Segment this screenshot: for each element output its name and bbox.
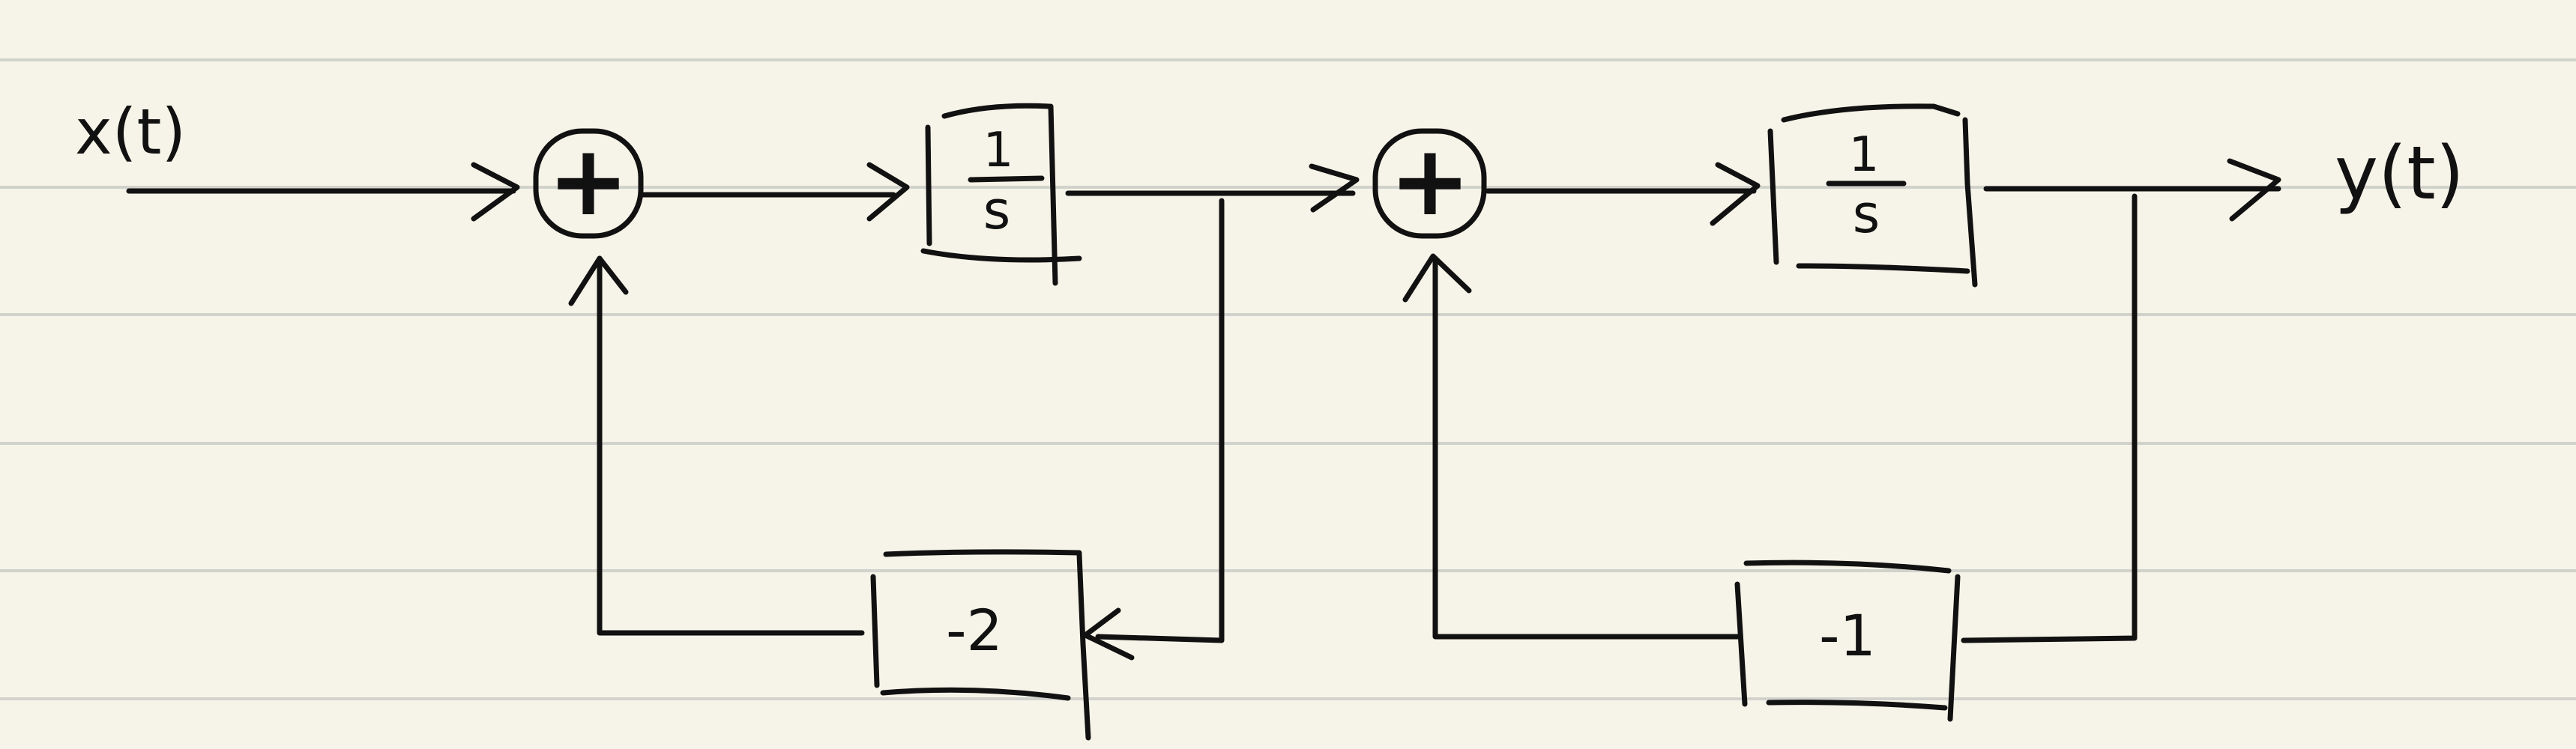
feedback-path-1 [568, 198, 1225, 661]
integrator-1-numerator: 1 [983, 123, 1014, 178]
feedback-gain-2-block: -1 [1734, 560, 1961, 722]
integrator-1-block: 1 s [920, 103, 1082, 286]
integrator-2-block: 1 s [1767, 103, 1978, 288]
arrow-to-integrator-2 [1485, 162, 1761, 226]
arrow-to-summer-2 [1065, 163, 1360, 213]
summer-1-symbol: + [548, 124, 630, 237]
integrator-1-denominator: s [983, 180, 1010, 241]
feedback-gain-1-block: -2 [870, 549, 1091, 741]
input-label: x(t) [75, 95, 186, 169]
arrow-to-integrator-1 [638, 162, 910, 222]
summer-2: + [1372, 124, 1487, 239]
summer-1: + [533, 124, 644, 239]
output-arrow [1983, 158, 2281, 222]
integrator-2-numerator: 1 [1849, 127, 1880, 183]
feedback-gain-2-value: -1 [1819, 602, 1876, 669]
integrator-2-denominator: s [1853, 184, 1880, 245]
output-label: y(t) [2335, 131, 2464, 216]
feedback-gain-1-value: -2 [946, 597, 1003, 664]
input-arrow [126, 162, 520, 222]
feedback-path-2 [1402, 193, 2138, 643]
ruled-lines [0, 58, 2576, 700]
summer-2-symbol: + [1390, 124, 1471, 237]
